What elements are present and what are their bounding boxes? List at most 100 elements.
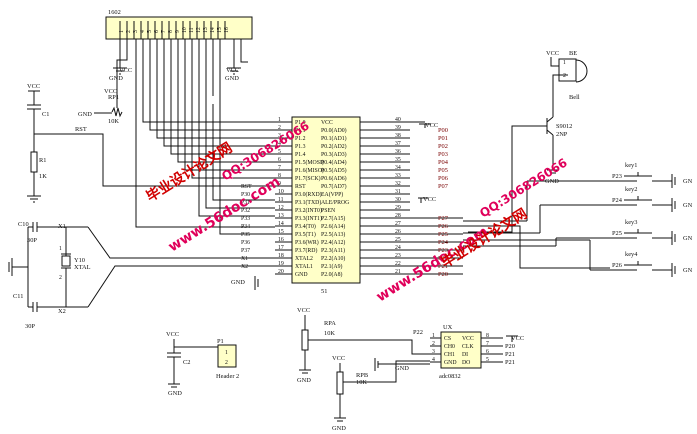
r1-value: 1K bbox=[39, 173, 47, 180]
mcu-left-net: P30 bbox=[241, 192, 250, 198]
y10-pin2: 2 bbox=[59, 275, 62, 281]
p1-ref: P1 bbox=[217, 338, 224, 345]
rp1-potentiometer: VCC GND RP1 10K bbox=[78, 88, 123, 125]
mcu-right-pin-name: P0.4(AD4) bbox=[321, 159, 347, 166]
mcu-right-pin-name: P0.0(AD0) bbox=[321, 127, 347, 134]
rpb-value: 10K bbox=[356, 379, 367, 386]
mcu-right-pin-name: ALE/PROG bbox=[321, 200, 349, 206]
mcu-left-pin-number: 2 bbox=[278, 125, 281, 131]
mcu-right-pin-name: P2.3(A11) bbox=[321, 247, 345, 254]
mcu-right-pin-name: P2.7(A15) bbox=[321, 215, 345, 222]
key-name-label: key1 bbox=[625, 162, 637, 169]
r1-body bbox=[30, 151, 38, 173]
mcu-left-pin-number: 3 bbox=[278, 133, 281, 139]
mcu-right-pin-number: 29 bbox=[395, 205, 401, 211]
mcu-right-pin-number: 25 bbox=[395, 237, 401, 243]
adc-right-pin-name: CLK bbox=[462, 344, 474, 350]
lcd-pin-number: 1 bbox=[119, 30, 125, 33]
key-net-label: P23 bbox=[612, 173, 622, 180]
mcu-right-pin-name: P2.2(A10) bbox=[321, 255, 345, 262]
rpa-value: 10K bbox=[324, 330, 335, 337]
lcd-pin-number: 8 bbox=[168, 30, 174, 33]
mcu-right-pin-name: P2.0(A8) bbox=[321, 271, 342, 278]
mcu-right-net: P04 bbox=[438, 159, 449, 166]
lcd-pin-number: 9 bbox=[175, 30, 181, 33]
mcu-left-net: P34 bbox=[241, 224, 250, 230]
mcu-right-net: P00 bbox=[438, 127, 448, 134]
mcu-left-pin-name: P1.2 bbox=[295, 136, 306, 142]
adc-gnd-label: GND bbox=[395, 365, 409, 372]
mcu-right-pin-number: 35 bbox=[395, 157, 401, 163]
key-gnd-label: GN bbox=[683, 235, 693, 242]
lcd-pin-number: 15 bbox=[217, 27, 223, 33]
mcu-left-pin-name: P3.3(INT1) bbox=[295, 215, 322, 222]
p2-bus-wires bbox=[463, 220, 610, 269]
bell-value: Bell bbox=[569, 94, 580, 101]
mcu-right-net: P02 bbox=[438, 143, 448, 150]
adc-vcc-label: VCC bbox=[511, 335, 524, 342]
q-ref: S9012 bbox=[556, 123, 572, 130]
mcu-right-net: P20 bbox=[438, 271, 448, 278]
adc-right-pin-name: VCC bbox=[462, 336, 474, 342]
mcu-right-pin-name: P2.5(A13) bbox=[321, 231, 345, 238]
mcu-right-pin-number: 33 bbox=[395, 173, 401, 179]
lcd-pin-number: 13 bbox=[203, 27, 209, 33]
mcu-right-pin-name: P2.6(A14) bbox=[321, 223, 345, 230]
key-net-label: P25 bbox=[612, 230, 622, 237]
mcu-right-pin-number: 21 bbox=[395, 269, 401, 275]
mcu-right-pin-number: 31 bbox=[395, 189, 401, 195]
mcu-left-pin-name: P1.4 bbox=[295, 152, 306, 158]
x1-label: X1 bbox=[58, 223, 66, 230]
r1-ref: R1 bbox=[39, 157, 46, 164]
lcd-pin-number: 14 bbox=[210, 27, 216, 33]
mcu-right-pin-number: 32 bbox=[395, 181, 401, 187]
mcu-vcc-label: VCC bbox=[425, 122, 438, 129]
mcu-right-net: P21 bbox=[438, 263, 448, 270]
rpb-body bbox=[336, 371, 344, 395]
reset-vcc-label: VCC bbox=[27, 83, 40, 90]
mcu-left-pin-number: 4 bbox=[278, 141, 281, 147]
mcu-left-pin-number: 9 bbox=[278, 181, 281, 187]
adc-right-pin-name: DI bbox=[462, 352, 468, 358]
mcu-left-pin-number: 16 bbox=[278, 237, 284, 243]
mcu-left-net: P35 bbox=[241, 232, 250, 238]
mcu-right-pin-number: 40 bbox=[395, 117, 401, 123]
lcd-pin-number: 5 bbox=[147, 30, 153, 33]
mcu-left-pin-number: 19 bbox=[278, 261, 284, 267]
lcd-pin-number: 11 bbox=[189, 27, 195, 33]
key-net-label: P24 bbox=[612, 197, 623, 204]
adc-left-pin-name: CS bbox=[444, 336, 451, 342]
x2-label: X2 bbox=[58, 308, 66, 315]
be-vcc-label: VCC bbox=[546, 50, 559, 57]
mcu-right-pin-name: EA(VPP) bbox=[321, 191, 343, 198]
y10-crystal bbox=[61, 255, 71, 267]
lcd-pin-number: 7 bbox=[161, 30, 167, 33]
mcu-left-pin-name: GND bbox=[295, 272, 308, 278]
y10-ref: Y10 bbox=[74, 257, 85, 264]
bell-pin1: 1 bbox=[563, 60, 566, 66]
mcu-right-net: P26 bbox=[438, 223, 448, 230]
rpb-gnd-label: GND bbox=[332, 425, 346, 432]
adc-right-pin-number: 6 bbox=[486, 349, 489, 355]
mcu-left-pin-number: 18 bbox=[278, 253, 284, 259]
c2-ref: C2 bbox=[183, 359, 190, 366]
adc-left-pin-number: 1 bbox=[432, 333, 435, 339]
mcu-left-pin-number: 10 bbox=[278, 189, 284, 195]
mcu-right-pin-name: P0.1(AD1) bbox=[321, 135, 347, 142]
mcu-left-pin-name: RST bbox=[295, 184, 306, 190]
mcu-left-pin-name: P1.7(SCK) bbox=[295, 175, 321, 182]
lcd-vcc2-label: VCC bbox=[226, 67, 239, 74]
key-name-label: key4 bbox=[625, 251, 638, 258]
lcd-vcc-label: VCC bbox=[119, 67, 132, 74]
mcu-right-pin-name: P0.5(AD5) bbox=[321, 167, 347, 174]
mcu-right-net: P24 bbox=[438, 239, 449, 246]
lcd-pin-number: 16 bbox=[224, 27, 230, 33]
adc-di-net: P21 bbox=[505, 351, 515, 358]
rpb-vcc-label: VCC bbox=[332, 355, 345, 362]
lcd-pin-number: 6 bbox=[154, 30, 160, 33]
mcu-left-pin-name: P3.6(WR) bbox=[295, 239, 319, 246]
mcu-left-pin-number: 14 bbox=[278, 221, 284, 227]
mcu-left-net: X1 bbox=[241, 256, 248, 262]
